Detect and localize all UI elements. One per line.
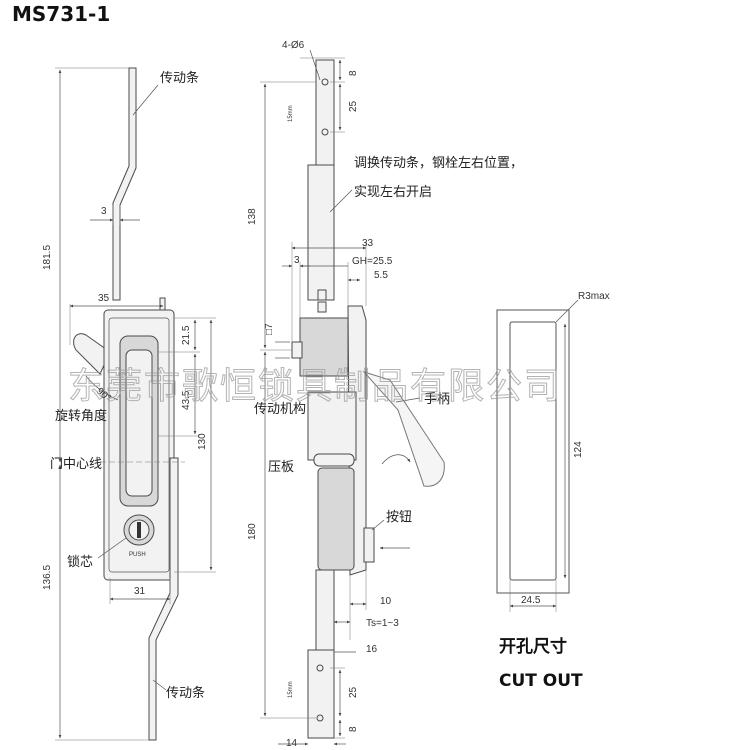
- front-housing-inner: [108, 317, 170, 573]
- cutout-title-en: CUT OUT: [499, 671, 583, 691]
- dim-3-front: 3: [101, 206, 107, 217]
- side-small-block-2: [317, 301, 327, 313]
- dim-square-7: □7: [264, 323, 275, 335]
- dim-5-5: 5.5: [374, 270, 388, 281]
- dim-3-side: 3: [294, 255, 300, 266]
- watermark: 东莞市歌恒锁具制品有限公司: [68, 366, 562, 407]
- dim-ts: Ts=1~3: [366, 618, 399, 629]
- note-line-2: 实现左右开启: [354, 185, 432, 200]
- side-rotate-arrow: [381, 454, 411, 465]
- label-rotation-angle: 旋转角度: [55, 408, 107, 424]
- side-handle-open: [362, 370, 445, 487]
- dim-16: 16: [366, 644, 378, 655]
- side-hole-3: [316, 664, 324, 672]
- side-hole-4: [316, 714, 324, 722]
- dim-15mm-bottom: 15mm: [288, 681, 294, 698]
- label-door-center-line: 门中心线: [50, 457, 102, 472]
- front-view: PUSH 90° 3 35 181.5 136.5 21.5 4: [42, 67, 216, 741]
- dim-180: 180: [247, 523, 258, 540]
- dim-33: 33: [362, 238, 374, 249]
- dim-138: 138: [247, 208, 258, 225]
- dim-10: 10: [380, 596, 392, 607]
- dim-14: 14: [286, 738, 298, 749]
- cutout-view: R3max 124 24.5 开孔尺寸 CUT OUT: [496, 291, 610, 691]
- dim-25-bottom: 25: [348, 686, 359, 698]
- dim-43-5: 43.5: [181, 390, 192, 410]
- side-bar-lower-wide: [307, 649, 335, 739]
- model-title: MS731-1: [12, 2, 110, 26]
- dim-8-top: 8: [348, 70, 359, 76]
- cutout-inner: [509, 321, 557, 581]
- side-press-plate-lip: [313, 453, 355, 467]
- dim-8-bottom: 8: [348, 726, 359, 732]
- side-hole-2: [321, 128, 329, 136]
- side-bar-upper-wide: [307, 164, 335, 301]
- note-line-1: 调换传动条，钢栓左右位置，: [354, 155, 523, 171]
- side-press-plate: [307, 391, 357, 461]
- label-drive-bar-bottom: 传动条: [166, 685, 205, 701]
- front-handle-face: [125, 349, 153, 497]
- dim-31: 31: [134, 586, 146, 597]
- dim-130: 130: [197, 433, 208, 450]
- side-view: 8 25 4-Ø6 15mm 138 180 □7 33 3 GH=25.5 5…: [247, 40, 523, 749]
- dim-r3max: R3max: [578, 291, 610, 302]
- dim-181-5: 181.5: [42, 245, 53, 270]
- rotation-arc: [85, 375, 119, 401]
- label-button: 按钮: [386, 510, 412, 525]
- label-press-plate: 压板: [268, 460, 294, 475]
- side-lower-body: [317, 467, 355, 571]
- dim-35: 35: [98, 293, 110, 304]
- dim-124: 124: [573, 441, 584, 458]
- dim-holes: 4-Ø6: [282, 40, 305, 51]
- label-drive-bar-top: 传动条: [160, 70, 199, 86]
- front-drive-bar-bottom: [148, 457, 179, 741]
- side-bar-lower: [315, 569, 335, 651]
- dim-136-5: 136.5: [42, 565, 53, 590]
- side-hole-1: [321, 78, 329, 86]
- label-lock-core: 锁芯: [67, 554, 93, 570]
- front-handle-rotated: [73, 333, 111, 375]
- dim-15mm-top: 15mm: [288, 105, 294, 122]
- cutout-outer: [496, 309, 570, 594]
- side-button: [363, 527, 375, 563]
- front-key-slot: [137, 522, 141, 538]
- dim-gh: GH=25.5: [352, 256, 393, 267]
- push-text: PUSH: [129, 552, 146, 558]
- dim-25-top: 25: [348, 100, 359, 112]
- dim-24-5: 24.5: [521, 595, 541, 606]
- cutout-title-cn: 开孔尺寸: [499, 636, 567, 657]
- side-small-block-1: [317, 289, 327, 301]
- side-lock-knob: [291, 341, 303, 359]
- label-mechanism: 传动机构: [254, 402, 306, 417]
- front-drive-bar-top: [112, 67, 137, 301]
- dim-21-5: 21.5: [181, 325, 192, 345]
- label-handle: 手柄: [424, 392, 450, 407]
- side-mechanism-block: [299, 317, 349, 377]
